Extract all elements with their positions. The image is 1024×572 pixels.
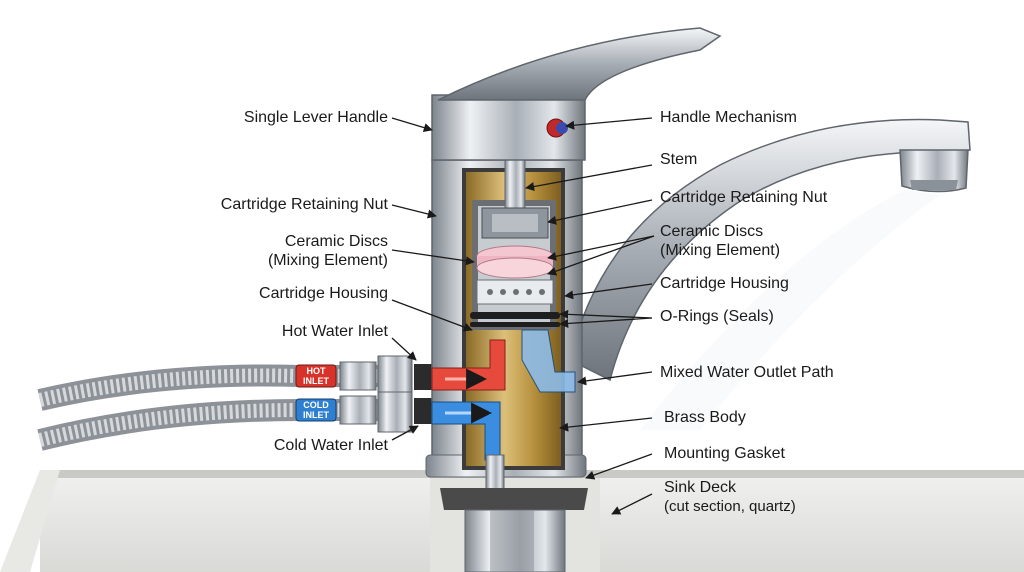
- label-brass-body: Brass Body: [664, 409, 746, 426]
- cold-tag-line2: INLET: [303, 410, 330, 420]
- label-sink-deck-sub: (cut section, quartz): [664, 498, 796, 515]
- label-ceramic-discs-right: Ceramic Discs (Mixing Element): [660, 222, 780, 260]
- leader-brass-body: [559, 417, 653, 432]
- leader-single-lever-handle: [391, 117, 433, 133]
- label-ceramic-discs-left-title: Ceramic Discs: [284, 233, 388, 250]
- label-o-rings: O-Rings (Seals): [660, 308, 774, 325]
- leader-cartridge-retaining-nut-left: [391, 204, 437, 219]
- leader-hot-water-inlet: [391, 337, 417, 361]
- spout: [569, 118, 971, 382]
- leader-ceramic-discs-left: [391, 249, 475, 266]
- leader-o-rings-a: [559, 309, 653, 319]
- label-ceramic-discs-left: Ceramic Discs (Mixing Element): [268, 232, 388, 270]
- cold-tag-line1: COLD: [303, 400, 329, 410]
- label-mounting-gasket: Mounting Gasket: [664, 445, 785, 462]
- leader-mixed-water-outlet-path: [577, 371, 653, 386]
- label-cartridge-housing-left: Cartridge Housing: [259, 285, 388, 302]
- leader-ceramic-discs-right-b: [547, 235, 655, 276]
- leader-arrows: [391, 117, 655, 515]
- hot-tag-line2: INLET: [303, 376, 330, 386]
- leader-sink-deck: [611, 493, 653, 515]
- leader-ceramic-discs-right-a: [547, 235, 655, 261]
- leader-cold-water-inlet: [391, 425, 419, 441]
- label-cartridge-housing-right: Cartridge Housing: [660, 275, 789, 292]
- label-cold-water-inlet: Cold Water Inlet: [273, 437, 388, 454]
- supply-hoses: HOT INLET COLD INLET: [37, 355, 432, 451]
- faucet-body: [425, 159, 587, 496]
- label-ceramic-discs-right-title: Ceramic Discs: [660, 223, 764, 240]
- label-sink-deck: Sink Deck (cut section, quartz): [664, 478, 796, 516]
- lever-handle: [431, 27, 722, 161]
- label-stem: Stem: [660, 151, 698, 168]
- leader-cartridge-housing-left: [391, 299, 473, 332]
- leader-cartridge-housing-right: [564, 283, 653, 300]
- leader-mounting-gasket: [585, 453, 653, 480]
- label-mixed-water-outlet-path: Mixed Water Outlet Path: [660, 364, 834, 381]
- label-ceramic-discs-right-sub: (Mixing Element): [660, 242, 781, 259]
- leader-o-rings-b: [559, 317, 653, 329]
- label-single-lever-handle: Single Lever Handle: [243, 109, 388, 126]
- leader-cartridge-retaining-nut-right: [547, 199, 653, 225]
- hot-tag-line1: HOT: [307, 366, 327, 376]
- label-sink-deck-title: Sink Deck: [664, 479, 737, 496]
- leader-stem: [525, 164, 653, 192]
- label-handle-mechanism: Handle Mechanism: [660, 109, 797, 126]
- label-cartridge-retaining-nut-right: Cartridge Retaining Nut: [660, 189, 828, 206]
- mounting-hardware: [440, 488, 588, 572]
- label-ceramic-discs-left-sub: (Mixing Element): [267, 252, 388, 269]
- leader-handle-mechanism: [565, 117, 653, 130]
- label-cartridge-retaining-nut-left: Cartridge Retaining Nut: [220, 196, 388, 213]
- water-stream: [640, 190, 940, 430]
- label-hot-water-inlet: Hot Water Inlet: [281, 323, 388, 340]
